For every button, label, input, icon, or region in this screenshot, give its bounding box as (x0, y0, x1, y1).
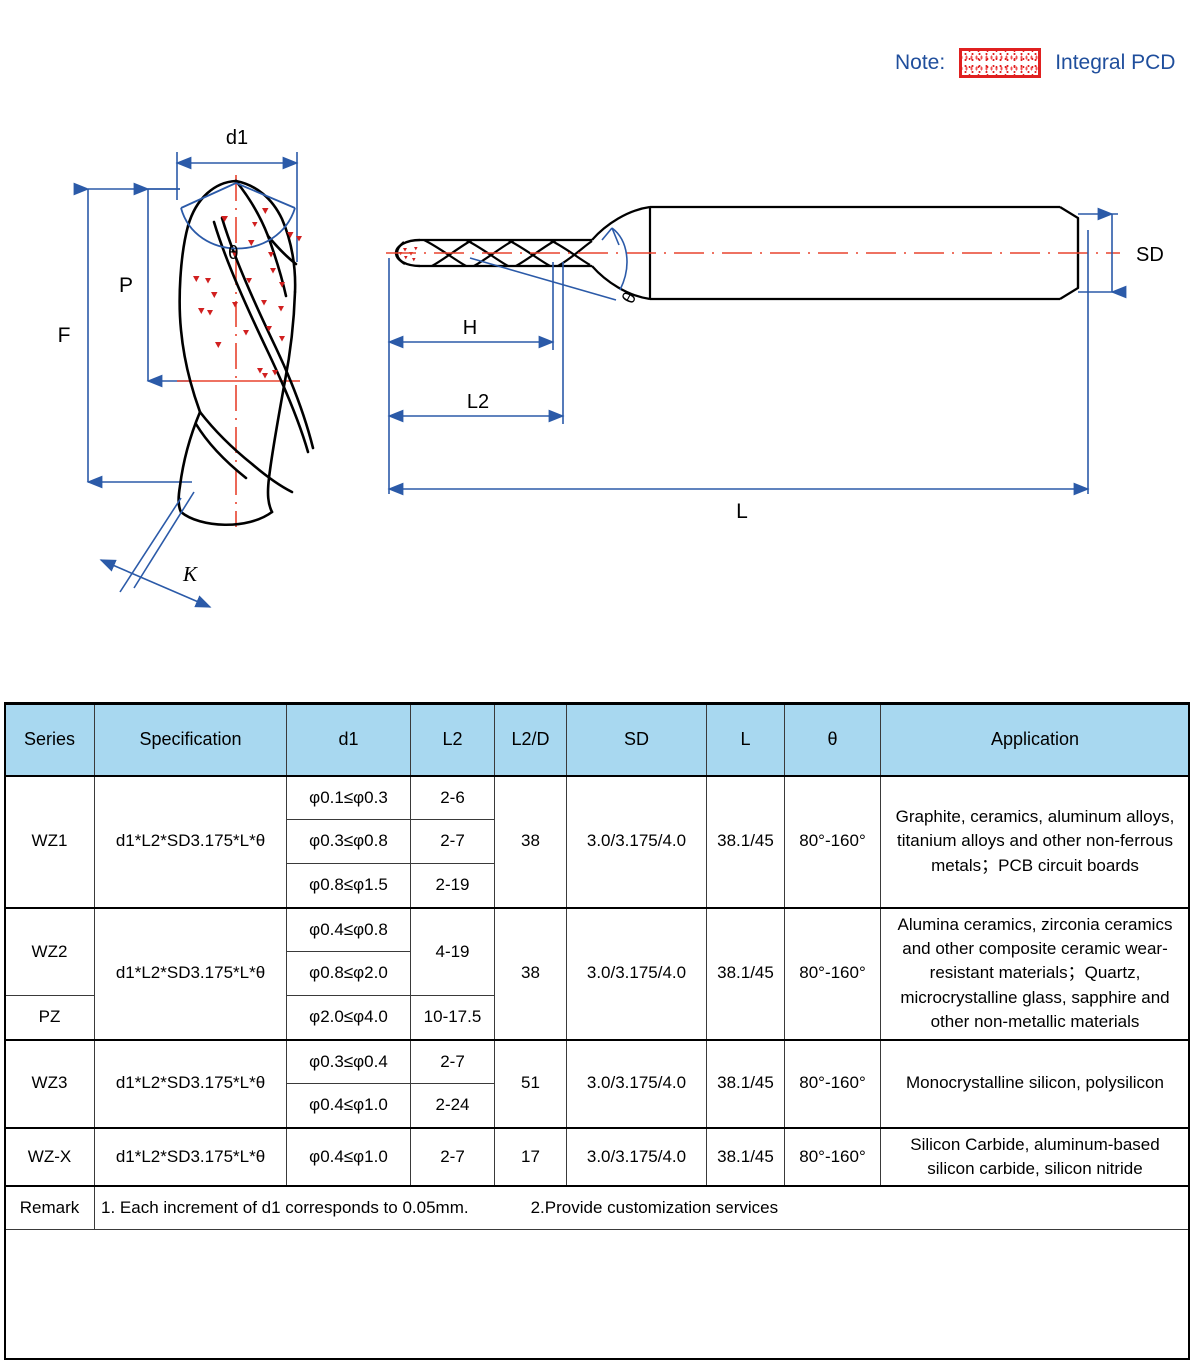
svg-text:L2: L2 (467, 391, 489, 413)
col-header-theta: θ (784, 702, 881, 776)
svg-text:θ: θ (228, 243, 239, 264)
svg-text:θ: θ (618, 289, 640, 307)
cell-l: 38.1/45 (706, 774, 785, 908)
cell-l2: 2-24 (410, 1083, 495, 1128)
cell-l2: 2-7 (410, 819, 495, 864)
pcd-hatch-swatch (959, 48, 1042, 78)
cell-theta: 80°-160° (784, 1038, 881, 1128)
cell-application: Alumina ceramics, zirconia ceramics and … (880, 906, 1190, 1040)
col-header-sd: SD (566, 702, 707, 776)
cell-specification: d1*L2*SD3.175*L*θ (94, 1126, 287, 1187)
cell-application: Monocrystalline silicon, polysilicon (880, 1038, 1190, 1128)
cell-l: 38.1/45 (706, 906, 785, 1040)
table-row: WZ2 d1*L2*SD3.175*L*θ φ0.4≤φ0.8 4-19 38 … (4, 906, 1190, 1040)
cell-d1: φ0.4≤φ1.0 (286, 1126, 411, 1187)
cell-l2-over-d: 51 (494, 1038, 567, 1128)
cell-specification: d1*L2*SD3.175*L*θ (94, 774, 287, 908)
cell-d1: φ0.8≤φ1.5 (286, 863, 411, 908)
cell-application: Graphite, ceramics, aluminum alloys, tit… (880, 774, 1190, 908)
cell-theta: 80°-160° (784, 774, 881, 908)
col-header-application: Application (880, 702, 1190, 776)
remark-row: Remark 1. Each increment of d1 correspon… (4, 1184, 1190, 1231)
specification-table: Series Specification d1 L2 L2/D SD L θ A… (4, 702, 1190, 1231)
cell-sd: 3.0/3.175/4.0 (566, 1038, 707, 1128)
cell-application: Silicon Carbide, aluminum-based silicon … (880, 1126, 1190, 1187)
cell-series: WZ2 (4, 906, 95, 996)
remark-label: Remark (4, 1184, 95, 1231)
table-row: φ0.4≤φ1.0 2-24 (5, 1083, 1190, 1128)
cell-l: 38.1/45 (706, 1126, 785, 1187)
table-row: WZ-X d1*L2*SD3.175*L*θ φ0.4≤φ1.0 2-7 17 … (4, 1126, 1190, 1187)
col-header-l: L (706, 702, 785, 776)
svg-text:SD: SD (1136, 244, 1164, 266)
col-header-l2-over-d: L2/D (494, 702, 567, 776)
remark-body: 1. Each increment of d1 corresponds to 0… (94, 1184, 1190, 1231)
svg-text:L: L (736, 500, 748, 523)
cell-specification: d1*L2*SD3.175*L*θ (94, 906, 287, 1040)
cell-l2: 10-17.5 (410, 995, 495, 1040)
note-label: Note: (895, 51, 946, 74)
cell-d1: φ0.4≤φ1.0 (286, 1083, 411, 1128)
remark-item-2: 2.Provide customization services (530, 1197, 779, 1217)
table-row: WZ1 d1*L2*SD3.175*L*θ φ0.1≤φ0.3 2-6 38 3… (4, 774, 1190, 908)
svg-text:F: F (58, 324, 71, 347)
cell-theta: 80°-160° (784, 1126, 881, 1187)
cell-d1: φ0.4≤φ0.8 (286, 906, 411, 952)
note-text: Integral PCD (1055, 51, 1176, 74)
svg-text:H: H (463, 317, 477, 339)
table-row: φ0.8≤φ1.5 2-19 (5, 863, 1190, 908)
cell-d1: φ0.3≤φ0.4 (286, 1038, 411, 1084)
pcd-legend: Note: Integral PCD (895, 48, 1175, 78)
cell-series: WZ-X (4, 1126, 95, 1187)
svg-text:P: P (119, 274, 133, 297)
col-header-l2: L2 (410, 702, 495, 776)
cell-d1: φ0.1≤φ0.3 (286, 774, 411, 820)
cell-l2: 2-7 (410, 1038, 495, 1084)
cell-d1: φ0.8≤φ2.0 (286, 951, 411, 996)
table-header-row: Series Specification d1 L2 L2/D SD L θ A… (4, 702, 1190, 776)
table-row: φ0.8≤φ2.0 (5, 951, 1190, 996)
cell-d1: φ2.0≤φ4.0 (286, 995, 411, 1040)
svg-text:d1: d1 (226, 127, 248, 149)
cell-l2: 2-6 (410, 774, 495, 820)
cell-d1: φ0.3≤φ0.8 (286, 819, 411, 864)
col-header-series: Series (4, 702, 95, 776)
cell-sd: 3.0/3.175/4.0 (566, 906, 707, 1040)
cell-series: WZ3 (4, 1038, 95, 1128)
cell-l2-over-d: 38 (494, 906, 567, 1040)
cell-l2: 2-19 (410, 863, 495, 908)
col-header-d1: d1 (286, 702, 411, 776)
cell-l: 38.1/45 (706, 1038, 785, 1128)
cell-specification: d1*L2*SD3.175*L*θ (94, 1038, 287, 1128)
cell-l2-over-d: 38 (494, 774, 567, 908)
cell-l2: 4-19 (410, 906, 495, 996)
cell-sd: 3.0/3.175/4.0 (566, 774, 707, 908)
svg-text:K: K (182, 562, 198, 586)
cell-series: PZ (4, 995, 95, 1040)
cell-l2: 2-7 (410, 1126, 495, 1187)
col-header-specification: Specification (94, 702, 287, 776)
cell-series: WZ1 (4, 774, 95, 908)
cell-sd: 3.0/3.175/4.0 (566, 1126, 707, 1187)
cell-theta: 80°-160° (784, 906, 881, 1040)
specification-table-container: Series Specification d1 L2 L2/D SD L θ A… (4, 702, 1190, 1231)
table-row: WZ3 d1*L2*SD3.175*L*θ φ0.3≤φ0.4 2-7 51 3… (4, 1038, 1190, 1128)
cell-l2-over-d: 17 (494, 1126, 567, 1187)
remark-item-1: 1. Each increment of d1 corresponds to 0… (101, 1197, 469, 1217)
technical-drawing: d1 F P (58, 127, 1164, 608)
